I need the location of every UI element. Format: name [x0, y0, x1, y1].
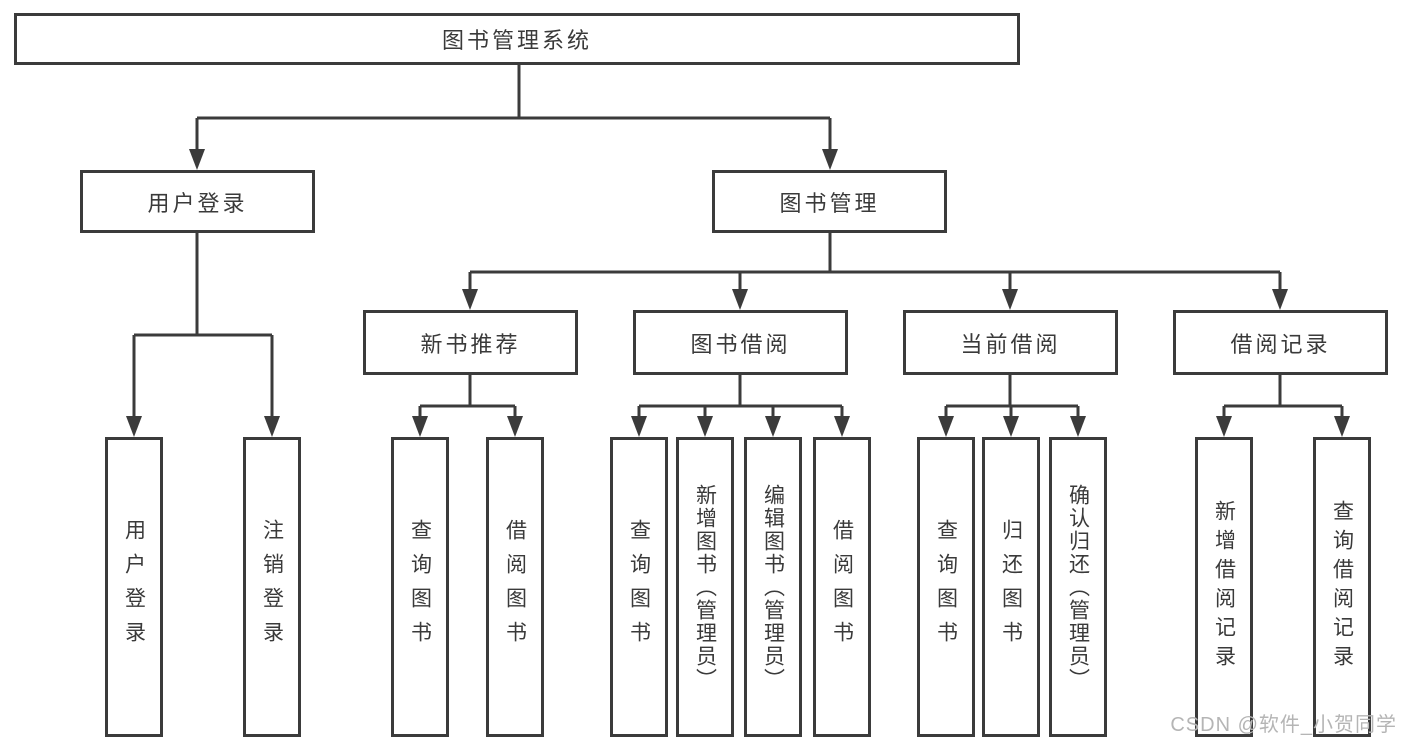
leaf-label: 编辑图书（管理员） — [761, 483, 785, 691]
arrow-down-icon — [412, 416, 428, 437]
leaf-borrow-books-recommend: 借阅图书 — [486, 437, 544, 737]
leaf-add-book-admin: 新增图书（管理员） — [676, 437, 734, 737]
leaf-confirm-return-admin: 确认归还（管理员） — [1049, 437, 1107, 737]
node-library-management-system: 图书管理系统 — [14, 13, 1020, 65]
arrow-down-icon — [1003, 416, 1019, 437]
leaf-label: 新增借阅记录 — [1212, 500, 1236, 674]
arrowheads — [126, 149, 1350, 437]
arrow-down-icon — [126, 416, 142, 437]
arrow-down-icon — [189, 149, 205, 170]
leaf-logout: 注销登录 — [243, 437, 301, 737]
node-new-book-recommend: 新书推荐 — [363, 310, 578, 375]
leaf-add-borrow-record: 新增借阅记录 — [1195, 437, 1253, 737]
leaf-query-books-recommend: 查询图书 — [391, 437, 449, 737]
arrow-down-icon — [1216, 416, 1232, 437]
arrow-down-icon — [938, 416, 954, 437]
leaf-label: 归还图书 — [999, 519, 1023, 655]
node-book-management: 图书管理 — [712, 170, 947, 233]
leaf-label: 查询图书 — [408, 519, 432, 655]
arrow-down-icon — [765, 416, 781, 437]
arrow-down-icon — [1272, 289, 1288, 310]
node-book-borrow: 图书借阅 — [633, 310, 848, 375]
node-user-login: 用户登录 — [80, 170, 315, 233]
arrow-down-icon — [1070, 416, 1086, 437]
arrow-down-icon — [507, 416, 523, 437]
arrow-down-icon — [631, 416, 647, 437]
arrow-down-icon — [732, 289, 748, 310]
arrow-down-icon — [834, 416, 850, 437]
arrow-down-icon — [822, 149, 838, 170]
leaf-label: 查询图书 — [627, 519, 651, 655]
leaf-label: 查询图书 — [934, 519, 958, 655]
leaf-label: 确认归还（管理员） — [1066, 483, 1090, 691]
leaf-query-books-current: 查询图书 — [917, 437, 975, 737]
connector-lines — [132, 65, 1344, 418]
arrow-down-icon — [1334, 416, 1350, 437]
leaf-label: 注销登录 — [260, 519, 284, 655]
leaf-label: 借阅图书 — [830, 519, 854, 655]
node-current-borrow: 当前借阅 — [903, 310, 1118, 375]
node-borrow-records: 借阅记录 — [1173, 310, 1388, 375]
arrow-down-icon — [1002, 289, 1018, 310]
leaf-query-borrow-record: 查询借阅记录 — [1313, 437, 1371, 737]
leaf-label: 用户登录 — [122, 519, 146, 655]
leaf-label: 查询借阅记录 — [1330, 500, 1354, 674]
leaf-query-books-borrow: 查询图书 — [610, 437, 668, 737]
leaf-borrow-books: 借阅图书 — [813, 437, 871, 737]
leaf-edit-book-admin: 编辑图书（管理员） — [744, 437, 802, 737]
leaf-return-book: 归还图书 — [982, 437, 1040, 737]
arrow-down-icon — [264, 416, 280, 437]
leaf-label: 新增图书（管理员） — [693, 483, 717, 691]
arrow-down-icon — [462, 289, 478, 310]
leaf-user-login: 用户登录 — [105, 437, 163, 737]
leaf-label: 借阅图书 — [503, 519, 527, 655]
arrow-down-icon — [697, 416, 713, 437]
